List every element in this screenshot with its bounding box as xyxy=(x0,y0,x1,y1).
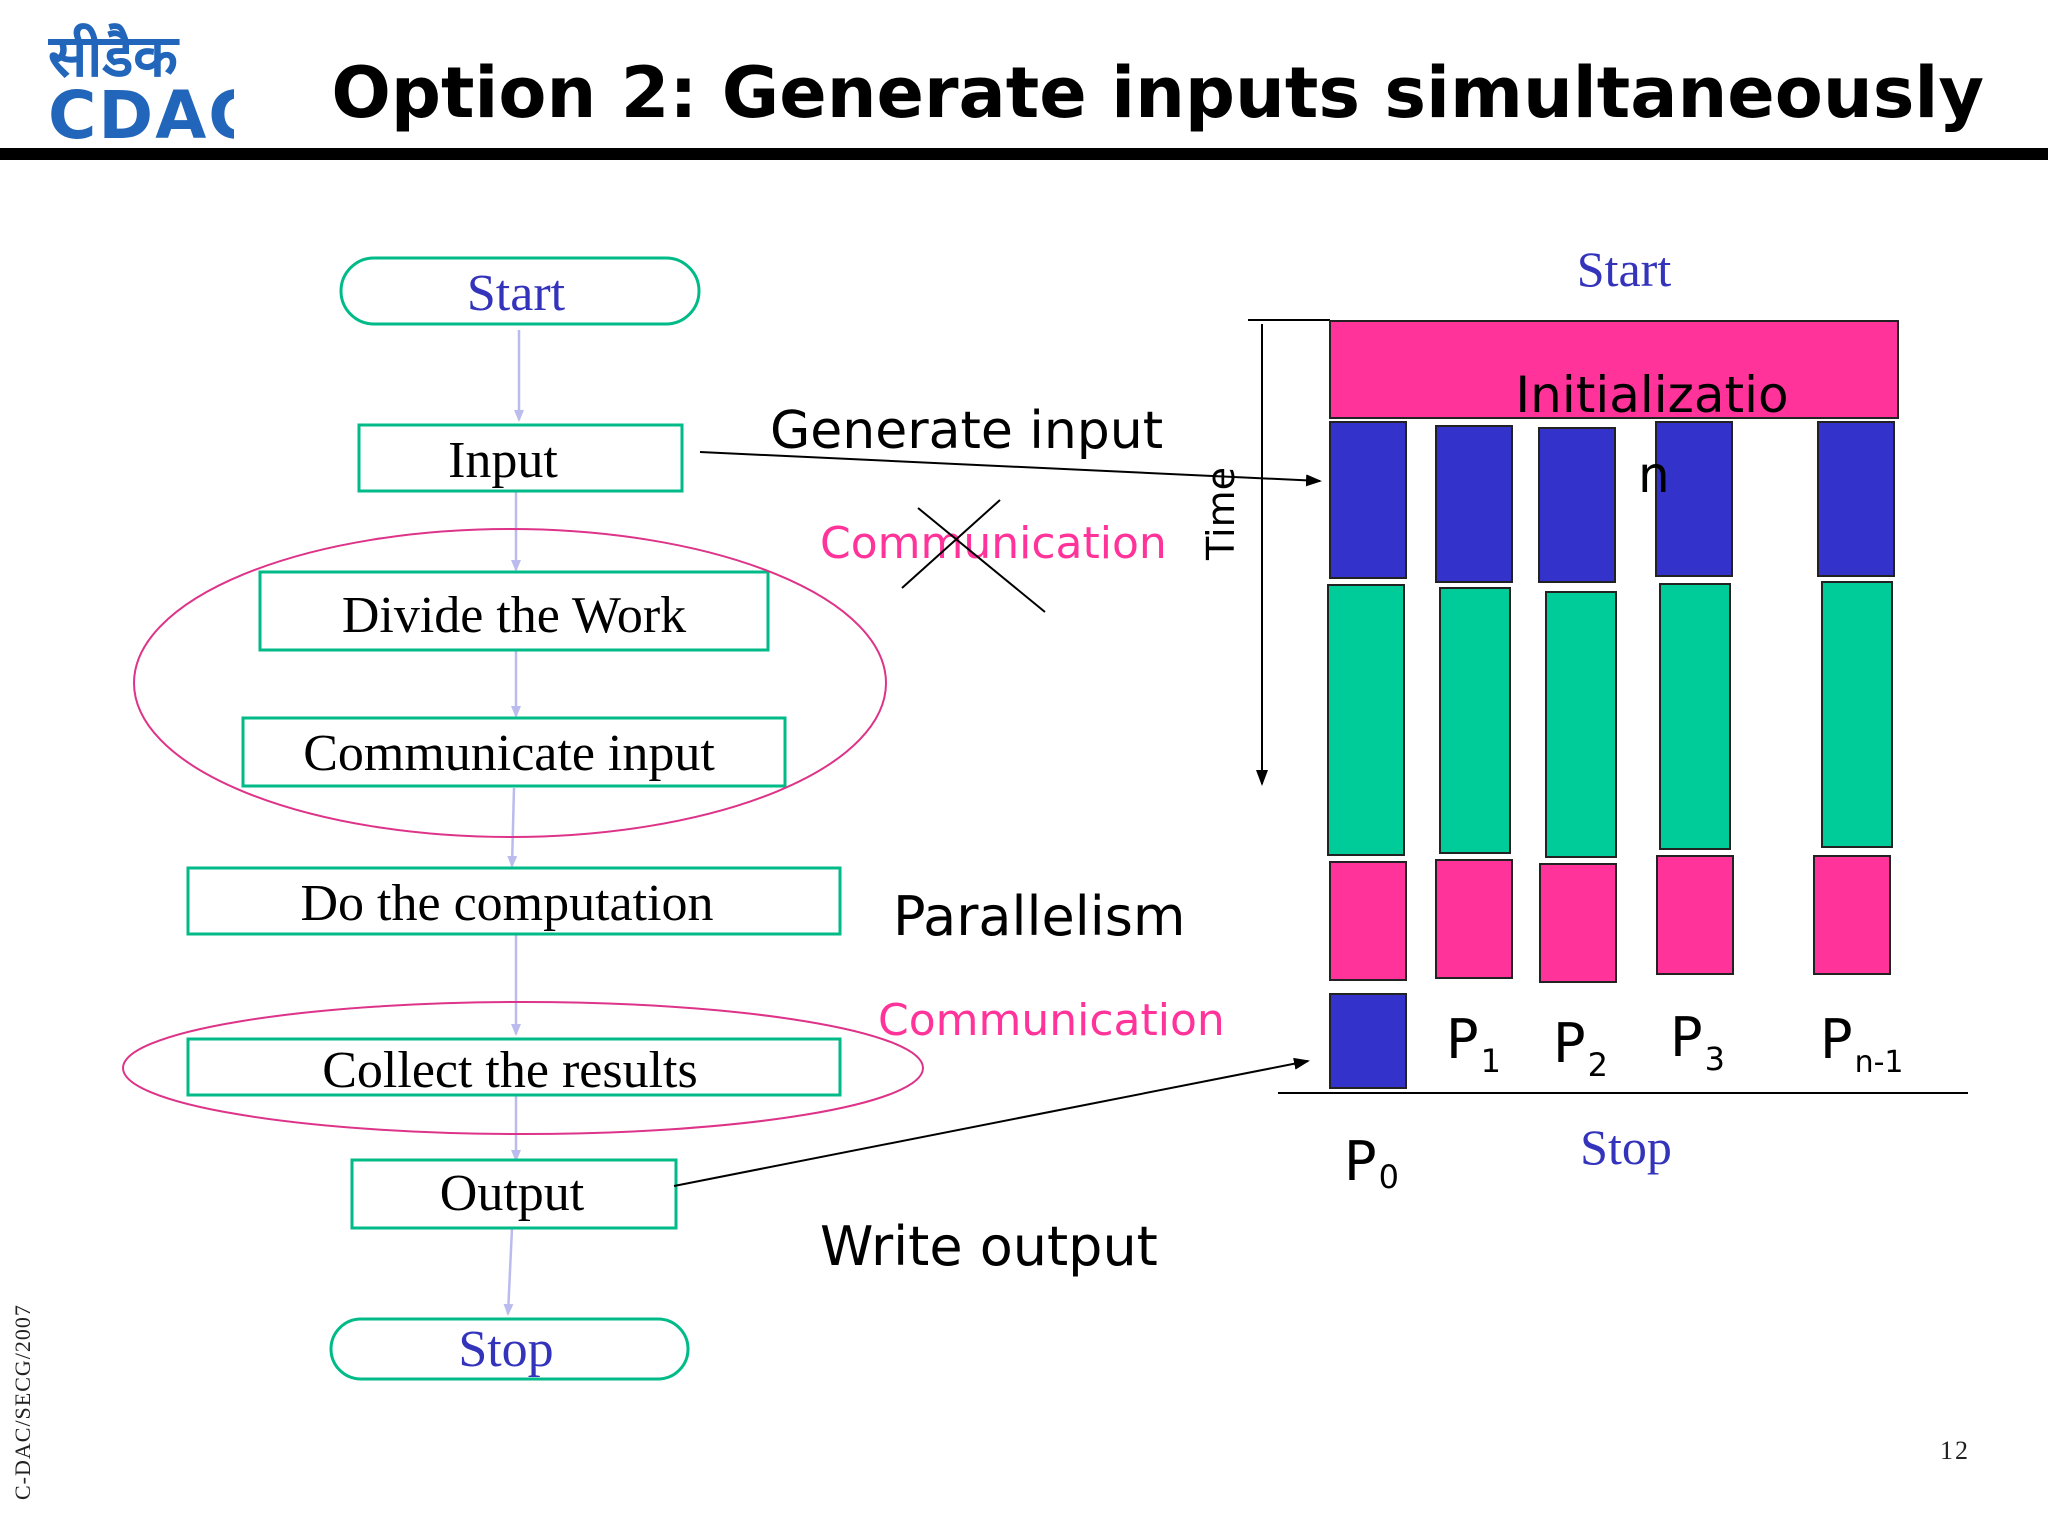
p2-label: P2 xyxy=(1553,1012,1608,1084)
p3-result-block xyxy=(1656,855,1734,975)
flow-shapes xyxy=(186,256,842,1381)
slide-title: Option 2: Generate inputs simultaneously xyxy=(331,52,1984,134)
pn-result-block xyxy=(1813,855,1891,975)
pn-input-block xyxy=(1817,421,1895,577)
p3-input-block xyxy=(1655,421,1733,577)
initialization-label: Initializatio xyxy=(1515,366,1788,424)
p0-result-block xyxy=(1329,861,1407,981)
input-box xyxy=(357,423,684,493)
p2-result-block xyxy=(1539,863,1617,983)
logo-english-text: CDAC xyxy=(48,77,234,144)
write-output-arrow xyxy=(673,1057,1310,1187)
start-label: Start xyxy=(467,265,566,322)
communication-ellipse-top xyxy=(133,528,887,838)
communication-ellipse-bottom xyxy=(122,1001,924,1135)
generate-input-arrow xyxy=(699,451,1322,487)
communication-label: Communication xyxy=(878,995,1225,1046)
output-box xyxy=(350,1158,678,1230)
p0-input-block xyxy=(1329,421,1407,579)
pn-compute-block xyxy=(1821,581,1893,848)
initialization-bar xyxy=(1329,320,1899,419)
initialization-label-wrap: n xyxy=(1638,446,1670,504)
compute-blocks xyxy=(1327,581,1893,858)
communicate-input-label: Communicate input xyxy=(303,725,715,782)
cross-line-2 xyxy=(901,499,1001,589)
stop-terminal xyxy=(329,1317,690,1381)
p3-compute-block xyxy=(1659,583,1731,850)
title-rule xyxy=(0,148,2048,160)
input-label: Input xyxy=(448,432,558,489)
logo-hindi-text: सीडैक xyxy=(48,22,180,90)
p1-compute-block xyxy=(1439,587,1511,854)
start-terminal xyxy=(339,256,701,326)
parallelism-label: Parallelism xyxy=(893,885,1186,948)
collect-results-box xyxy=(186,1037,842,1097)
timeline-stop-label: Stop xyxy=(1580,1119,1672,1175)
p1-input-block xyxy=(1435,425,1513,583)
computation-box xyxy=(186,866,842,936)
cross-line-1 xyxy=(917,507,1046,613)
p1-result-block xyxy=(1435,859,1513,979)
divide-work-box xyxy=(258,570,770,652)
timeline-start-label: Start xyxy=(1577,241,1672,297)
p0-compute-block xyxy=(1327,584,1405,856)
cross-mark xyxy=(901,499,1046,613)
divide-work-label: Divide the Work xyxy=(342,587,686,644)
footer-copyright: C-DAC/SECG/2007 xyxy=(10,1304,35,1500)
collect-results-label: Collect the results xyxy=(322,1042,697,1099)
write-output-label: Write output xyxy=(820,1215,1158,1278)
communication-crossed-label: Communication xyxy=(820,518,1167,569)
arrow-output-stop xyxy=(503,1227,514,1316)
page-number: 12 xyxy=(1940,1436,1970,1465)
time-axis-label: Time xyxy=(1199,467,1243,561)
communicate-input-box xyxy=(241,716,787,788)
stop-label: Stop xyxy=(458,1321,553,1378)
flow-connectors xyxy=(503,330,524,1316)
p3-label: P3 xyxy=(1670,1006,1725,1078)
result-blocks xyxy=(1329,855,1891,983)
p0-label: P0 xyxy=(1344,1130,1399,1196)
pn-label: Pn-1 xyxy=(1820,1008,1904,1080)
p0-collect-block xyxy=(1329,993,1407,1089)
input-blocks xyxy=(1329,421,1895,583)
p2-input-block xyxy=(1538,427,1616,583)
p1-label: P1 xyxy=(1446,1008,1501,1080)
p2-compute-block xyxy=(1545,591,1617,858)
cdac-logo: सीडैक CDAC xyxy=(48,22,234,144)
generate-input-label: Generate input xyxy=(770,401,1163,461)
arrow-communicate-compute xyxy=(507,787,518,868)
computation-label: Do the computation xyxy=(300,875,713,932)
output-label: Output xyxy=(440,1165,585,1222)
